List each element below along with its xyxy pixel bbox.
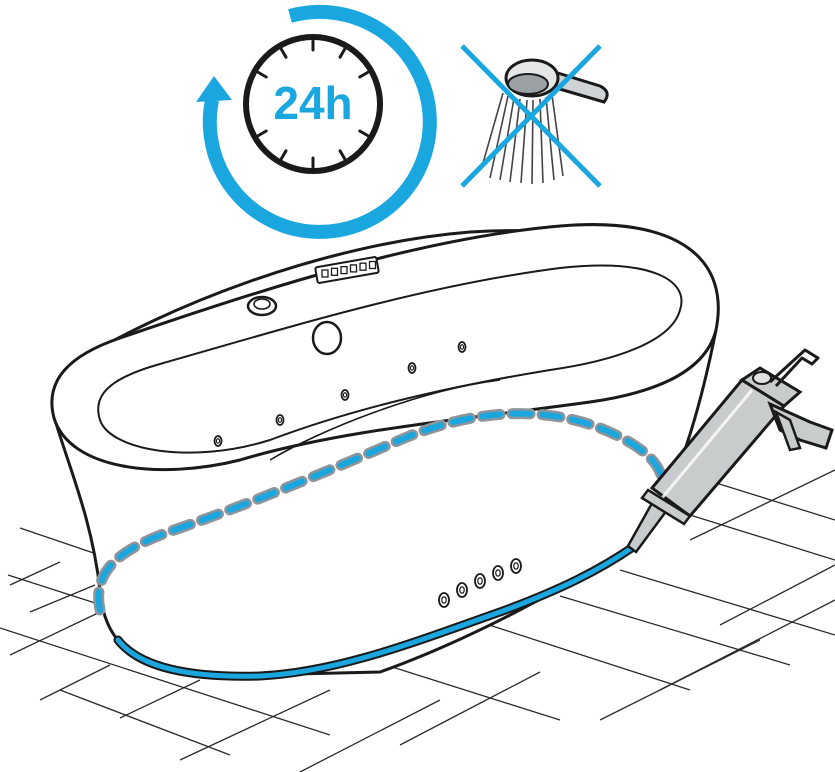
floor-tiles	[0, 469, 835, 772]
clock-tick	[338, 47, 346, 59]
cross-line-2	[460, 44, 602, 188]
clock-tick	[256, 71, 268, 79]
clock-tick	[358, 129, 370, 137]
caulk-handle	[767, 401, 834, 450]
jet-nozzle	[340, 389, 350, 401]
jet-nozzle	[474, 573, 486, 589]
front-jets	[438, 558, 522, 608]
timer-label: 24h	[273, 77, 352, 129]
jet-nozzle	[275, 414, 285, 426]
shower-handle	[545, 67, 609, 104]
caulking-gun-icon	[626, 348, 834, 554]
clock-face	[243, 34, 383, 174]
panel-button	[368, 260, 377, 270]
inner-jets	[213, 341, 467, 447]
seal-path	[95, 410, 665, 613]
water-inlet	[311, 320, 343, 356]
jet-nozzle	[510, 558, 522, 574]
panel-button	[321, 269, 329, 278]
clock-24h-icon: 24h	[196, 4, 437, 239]
tub-seat-line	[269, 379, 501, 461]
jet-nozzle	[438, 592, 450, 608]
clock-tick	[256, 129, 268, 137]
jet-nozzle	[407, 362, 417, 374]
refresh-arrowhead	[196, 76, 232, 102]
clock-tick	[338, 149, 346, 161]
caulk-trigger	[773, 409, 802, 452]
silicone-joint	[115, 542, 639, 679]
no-shower-icon	[460, 44, 609, 188]
clock-ticks	[256, 39, 370, 169]
panel-button	[330, 267, 339, 276]
panel-button	[349, 264, 358, 273]
refresh-arc	[202, 4, 437, 239]
clock-tick	[358, 71, 370, 79]
jet-nozzle	[457, 341, 467, 353]
clock-tick	[280, 47, 288, 59]
control-panel-buttons	[321, 260, 377, 278]
bathtub	[50, 223, 720, 681]
tub-basin	[97, 264, 683, 454]
panel-button	[359, 262, 367, 271]
clock-tick	[280, 149, 288, 161]
jet-nozzle	[213, 435, 223, 447]
jet-nozzle	[492, 565, 504, 581]
panel-button	[340, 265, 348, 275]
caulk-rod	[768, 348, 820, 388]
jet-nozzle	[456, 582, 468, 598]
